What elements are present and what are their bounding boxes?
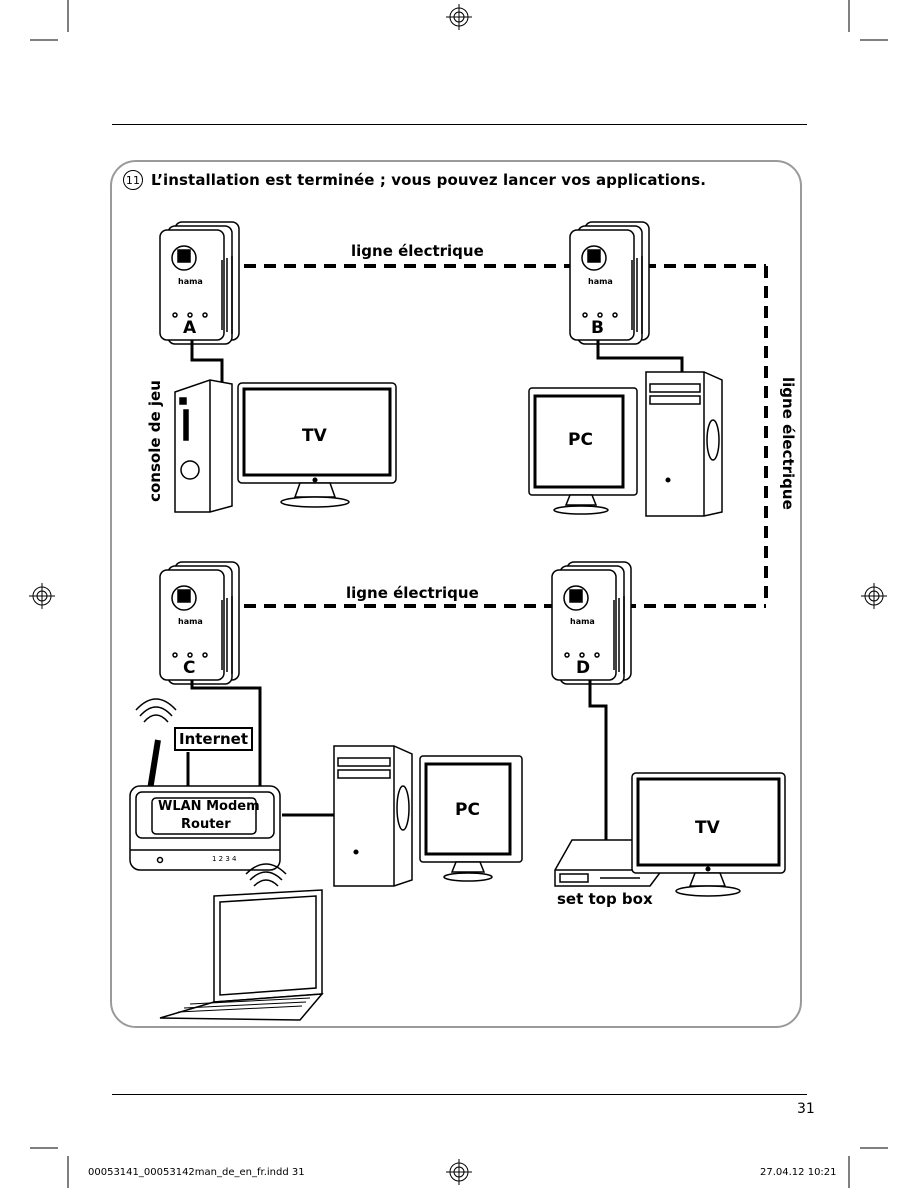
network-cable bbox=[186, 340, 684, 840]
game-console-icon bbox=[174, 379, 233, 513]
adapter-label-c: C bbox=[183, 658, 196, 678]
laptop-wifi-icon bbox=[245, 863, 287, 887]
powerline-adapter-b bbox=[569, 221, 650, 345]
powerline-adapter-d bbox=[551, 561, 632, 685]
label-set-top-box: set top box bbox=[557, 890, 653, 908]
adapter-label-a: A bbox=[183, 318, 197, 338]
label-line-top: ligne électrique bbox=[351, 242, 484, 260]
footer-date: 27.04.12 10:21 bbox=[760, 1167, 837, 1178]
step-heading: 11 L’installation est terminée ; vous po… bbox=[123, 170, 706, 190]
label-internet: Internet bbox=[174, 727, 254, 751]
adapter-brand-b: hama bbox=[588, 277, 613, 286]
laptop-icon bbox=[159, 889, 324, 1021]
pc-top-icon bbox=[528, 371, 723, 517]
adapter-brand-c: hama bbox=[178, 617, 203, 626]
label-game-console: console de jeu bbox=[146, 380, 164, 502]
adapter-label-b: B bbox=[591, 318, 604, 338]
diagram-panel bbox=[110, 160, 802, 1028]
label-tv-top: TV bbox=[302, 426, 327, 446]
label-router-line2: Router bbox=[181, 817, 231, 832]
adapter-label-d: D bbox=[576, 658, 591, 678]
router-ports: 1 2 3 4 bbox=[212, 855, 237, 863]
tv-top-icon bbox=[237, 382, 397, 508]
header-rule bbox=[112, 124, 807, 125]
registration-mark-icon bbox=[446, 4, 472, 30]
footer-filename: 00053141_00053142man_de_en_fr.indd 31 bbox=[88, 1167, 305, 1178]
heading-text: L’installation est terminée ; vous pouve… bbox=[151, 171, 707, 189]
adapter-brand-d: hama bbox=[570, 617, 595, 626]
powerline-adapter-a bbox=[159, 221, 240, 345]
label-pc-top: PC bbox=[568, 430, 593, 450]
label-pc-bottom: PC bbox=[455, 800, 480, 820]
wifi-icon bbox=[135, 698, 177, 723]
label-tv-bottom: TV bbox=[695, 818, 720, 838]
adapter-brand-a: hama bbox=[178, 277, 203, 286]
tv-bottom-icon bbox=[631, 772, 786, 897]
powerline-adapter-c bbox=[159, 561, 240, 685]
label-router-line1: WLAN Modem bbox=[158, 799, 260, 814]
label-line-middle: ligne électrique bbox=[346, 584, 479, 602]
label-line-right: ligne électrique bbox=[779, 377, 797, 510]
page-number: 31 bbox=[797, 1101, 815, 1117]
power-line-dashed bbox=[244, 264, 768, 608]
pc-bottom-icon bbox=[333, 745, 523, 887]
footer-rule bbox=[112, 1094, 807, 1095]
step-number: 11 bbox=[123, 170, 143, 190]
wlan-router-icon bbox=[129, 739, 281, 871]
